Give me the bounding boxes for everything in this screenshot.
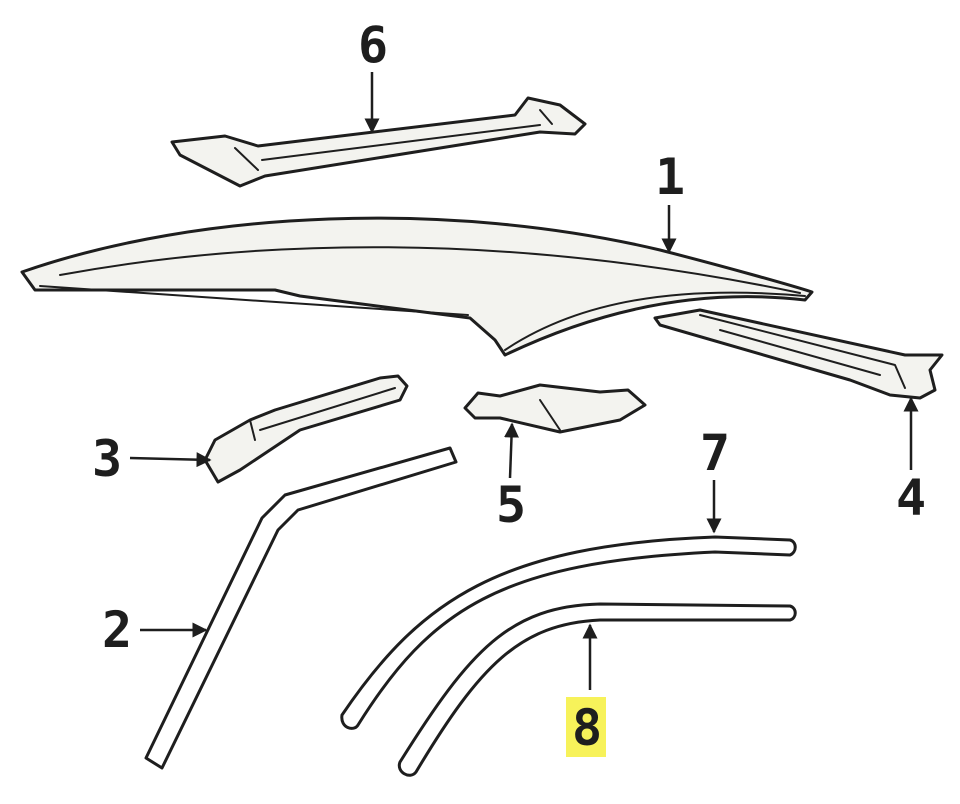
leader-5	[504, 422, 519, 479]
callout-6[interactable]: 6	[358, 16, 388, 74]
callout-3[interactable]: 3	[92, 430, 122, 488]
part-1-roof-panel[interactable]	[20, 216, 814, 357]
callout-8-highlight	[566, 697, 606, 757]
part-4-roof-rail[interactable]	[653, 308, 944, 400]
part-3-pillar-trim[interactable]	[203, 374, 409, 484]
part-8-inner-seal[interactable]	[397, 602, 797, 777]
part-2-weatherstrip[interactable]	[144, 446, 458, 770]
callout-1[interactable]: 1	[655, 148, 685, 206]
callout-8[interactable]: 8	[572, 699, 602, 757]
part-6-header-bracket[interactable]	[170, 96, 587, 188]
part-5-gusset[interactable]	[463, 383, 647, 434]
callout-4[interactable]: 4	[896, 469, 926, 527]
part-7-outer-seal[interactable]	[340, 535, 797, 730]
callout-2[interactable]: 2	[102, 601, 132, 659]
leader-3	[129, 452, 212, 468]
callout-7[interactable]: 7	[700, 424, 730, 482]
callout-5[interactable]: 5	[496, 476, 526, 534]
